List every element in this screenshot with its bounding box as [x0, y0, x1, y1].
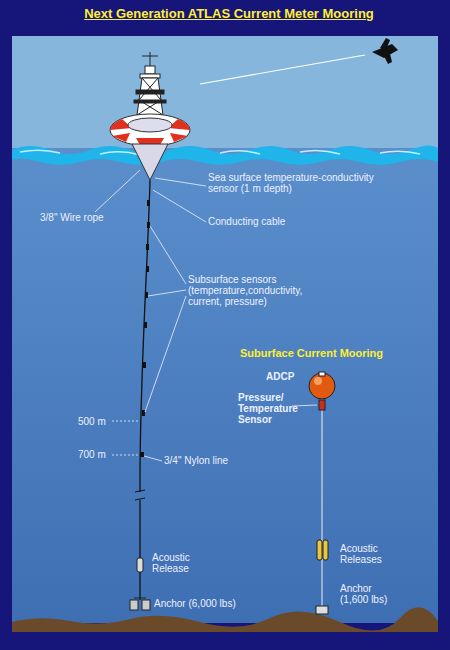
part-label: Anchor (1,600 lbs): [340, 583, 400, 605]
depth-label: 500 m: [78, 416, 112, 427]
sensor-label: Subsurface sensors (temperature,conducti…: [188, 274, 338, 307]
satellite-icon: [372, 38, 398, 64]
buoy-float: [110, 114, 190, 180]
part-label: ADCP: [266, 371, 306, 382]
part-label: 3/8" Wire rope: [40, 212, 130, 223]
sensor-label: Sea surface temperature-conductivity sen…: [208, 172, 378, 194]
wave-crests: [20, 150, 420, 155]
sky: [12, 36, 438, 150]
pressure-sensor: [319, 400, 325, 410]
nylon-line: [139, 500, 140, 600]
leader-line: [292, 405, 317, 406]
adcp-highlight: [314, 377, 322, 385]
part-label: Acoustic Releases: [340, 543, 410, 565]
adcp-float: [309, 373, 335, 399]
part-label: Acoustic Release: [152, 552, 212, 574]
subsurface-line: [322, 395, 323, 606]
deep-water: [12, 148, 438, 623]
anchor-6000: [130, 598, 150, 610]
buoy-tower: [134, 52, 166, 115]
acoustic-release: [137, 558, 143, 572]
line-break: [135, 490, 145, 500]
seafloor: [12, 607, 438, 632]
acoustic-releases: [317, 540, 328, 560]
leader-lines: [95, 170, 206, 461]
section-title: Suburface Current Mooring: [240, 348, 420, 359]
sea-surface: [12, 145, 438, 165]
part-label: 3/4" Nylon line: [164, 455, 274, 466]
depth-label: 700 m: [78, 449, 112, 460]
subsurface-sensors: [140, 200, 150, 457]
mooring-line: [140, 180, 150, 492]
part-label: Conducting cable: [208, 216, 328, 227]
anchor-1600: [316, 606, 328, 614]
part-label: Pressure/ Temperature Sensor: [238, 392, 294, 425]
title: Next Generation ATLAS Current Meter Moor…: [4, 6, 450, 21]
adcp-head: [319, 372, 325, 376]
telemetry-link: [200, 55, 365, 84]
part-label: Anchor (6,000 lbs): [154, 598, 264, 609]
